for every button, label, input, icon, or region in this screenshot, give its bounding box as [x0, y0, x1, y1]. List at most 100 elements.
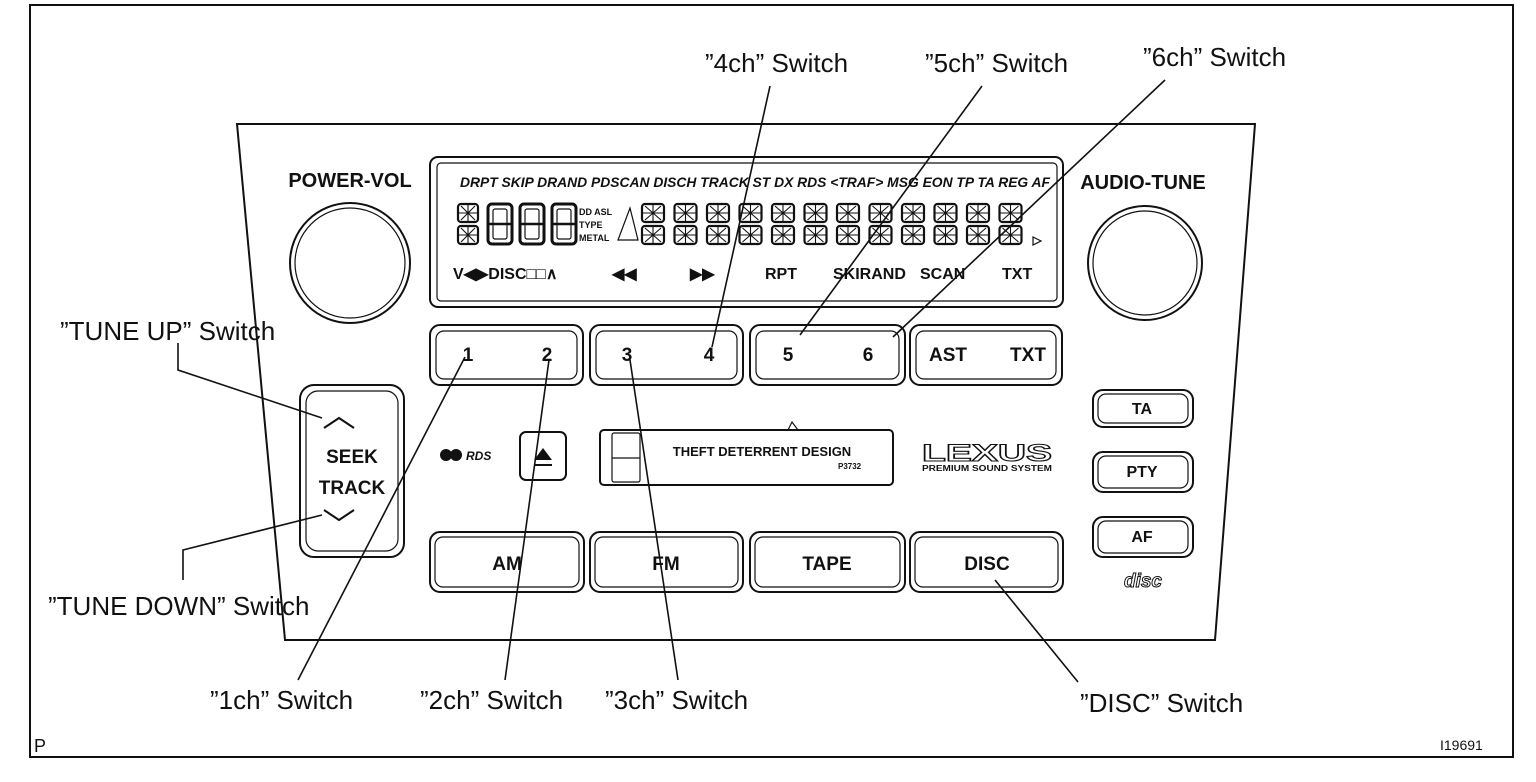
eject-icon: [534, 448, 552, 460]
preset-button-inner: [755, 330, 900, 380]
mode-button-inner: [594, 536, 739, 588]
display-segment-area: [456, 202, 1023, 246]
display-tape-label: DD ASL: [579, 207, 613, 217]
faceplate-outline: [235, 123, 1257, 641]
segment-lines: [804, 204, 827, 222]
side-button-outline: [1092, 516, 1194, 558]
mode-button-label: TAPE: [802, 554, 851, 575]
display-panel: DRPT SKIP DRAND PDSCAN DISCH TRACK ST DX…: [429, 156, 1064, 308]
segment-lines: [934, 226, 957, 244]
side-button-label: PTY: [1126, 464, 1157, 481]
fm-button: FM: [589, 531, 744, 593]
segment-lines: [869, 226, 892, 244]
display-segment-char: [640, 202, 666, 224]
callout-line-disc: [994, 579, 1079, 683]
pty-button: PTY: [1092, 451, 1194, 493]
display-window: [436, 162, 1058, 302]
chevron-up-icon: [323, 416, 355, 429]
cassette-slot-tab: [787, 420, 799, 431]
display-segment-char: [835, 224, 861, 246]
mode-button-label: AM: [492, 554, 522, 575]
segment-lines: [999, 226, 1022, 244]
mode-button-label: FM: [652, 554, 679, 575]
rds-logo: RDS: [440, 449, 491, 463]
preset-label: 5: [783, 345, 794, 366]
side-button-label: AF: [1131, 529, 1153, 546]
preset-label: 6: [863, 345, 874, 366]
display-segment-char: [933, 202, 958, 224]
segment-lines: [902, 226, 924, 244]
side-button-inner: [1097, 520, 1189, 554]
eject-button-outline: [519, 431, 567, 481]
display-segment-char: [965, 202, 991, 224]
mode-button-inner: [914, 536, 1059, 588]
display-segment-char: [965, 224, 991, 246]
callout-line-3ch: [629, 359, 679, 681]
seek-label: SEEK: [326, 447, 378, 468]
rds-logo-circle: [440, 449, 452, 461]
segment-lines: [772, 226, 794, 244]
display-bottom-indicator: V◀▶DISC□□∧: [453, 266, 558, 283]
corner-letter: P: [34, 736, 46, 756]
display-bottom-indicator: ▶▶: [689, 266, 715, 283]
display-segment-char: [998, 202, 1023, 224]
cassette-code: P3732: [838, 462, 862, 471]
display-segment-char: [705, 224, 731, 246]
callout-6ch-switch: ”6ch” Switch: [1143, 42, 1286, 72]
display-segment-char: [738, 202, 763, 224]
brand-logo: LEXUS PREMIUM SOUND SYSTEM: [921, 439, 1052, 473]
preset-button-inner: [595, 330, 738, 380]
brand-subtitle: PREMIUM SOUND SYSTEM: [922, 464, 1052, 473]
display-segment-char: [933, 224, 958, 246]
display-segment-char: [705, 202, 731, 224]
segment-lines: [837, 226, 859, 244]
cassette-slot-outline: [599, 429, 894, 486]
disc-logo: disc: [1124, 571, 1162, 592]
callout-tune-down-switch: ”TUNE DOWN” Switch: [48, 591, 309, 621]
segment-lines: [902, 204, 924, 222]
audio-tune-knob-outer: [1087, 205, 1203, 321]
callout-1ch-switch: ”1ch” Switch: [210, 685, 353, 715]
display-segment-char: [640, 224, 666, 246]
mode-button-outline: [429, 531, 585, 593]
warning-triangle-icon: [617, 205, 639, 241]
tape-button: TAPE: [749, 531, 906, 593]
segment-lines: [674, 226, 697, 244]
preset-button-5-6: 5 6: [749, 324, 906, 386]
side-button-outline: [1092, 389, 1194, 428]
callout-line-tune-down: [182, 514, 323, 580]
callout-5ch-switch: ”5ch” Switch: [925, 48, 1068, 78]
preset-label: 1: [463, 345, 474, 366]
display-segment-char: [738, 224, 763, 246]
callout-tune-up-switch: ”TUNE UP” Switch: [60, 316, 275, 346]
display-tape-label: METAL: [579, 233, 610, 243]
display-bottom-indicator: RPT: [765, 266, 797, 283]
callout-line-4ch: [711, 85, 771, 348]
preset-button-ast-txt: AST TXT: [909, 324, 1063, 386]
mode-button-outline: [749, 531, 906, 593]
af-button: AF: [1092, 516, 1194, 558]
display-seven-segment-digit: [550, 202, 578, 246]
callout-line-5ch: [799, 85, 983, 336]
display-segment-char: [868, 202, 893, 224]
segment-lines: [934, 204, 957, 222]
power-vol-knob-outer: [289, 202, 411, 324]
audio-tune-knob: AUDIO-TUNE: [1080, 172, 1206, 321]
side-button-outline: [1092, 451, 1194, 493]
segment-lines: [642, 226, 664, 244]
ta-button: TA: [1092, 389, 1194, 428]
display-top-indicators: DRPT SKIP DRAND PDSCAN DISCH TRACK ST DX…: [460, 174, 1050, 190]
preset-button-outline: [589, 324, 744, 386]
lexus-logo: LEXUS: [922, 440, 1052, 467]
display-seven-segment-digit: [486, 202, 514, 246]
mode-button-inner: [434, 536, 580, 588]
display-segment-char: [803, 202, 828, 224]
callout-line-tune-up: [177, 343, 323, 419]
display-arrow-icon: [1032, 236, 1043, 246]
rds-logo-circle: [450, 449, 462, 461]
chevron-down-icon: [323, 509, 355, 522]
mode-button-outline: [909, 531, 1064, 593]
cassette-slot: THEFT DETERRENT DESIGN P3732: [599, 420, 894, 486]
side-button-inner: [1097, 455, 1189, 489]
preset-button-outline: [429, 324, 584, 386]
